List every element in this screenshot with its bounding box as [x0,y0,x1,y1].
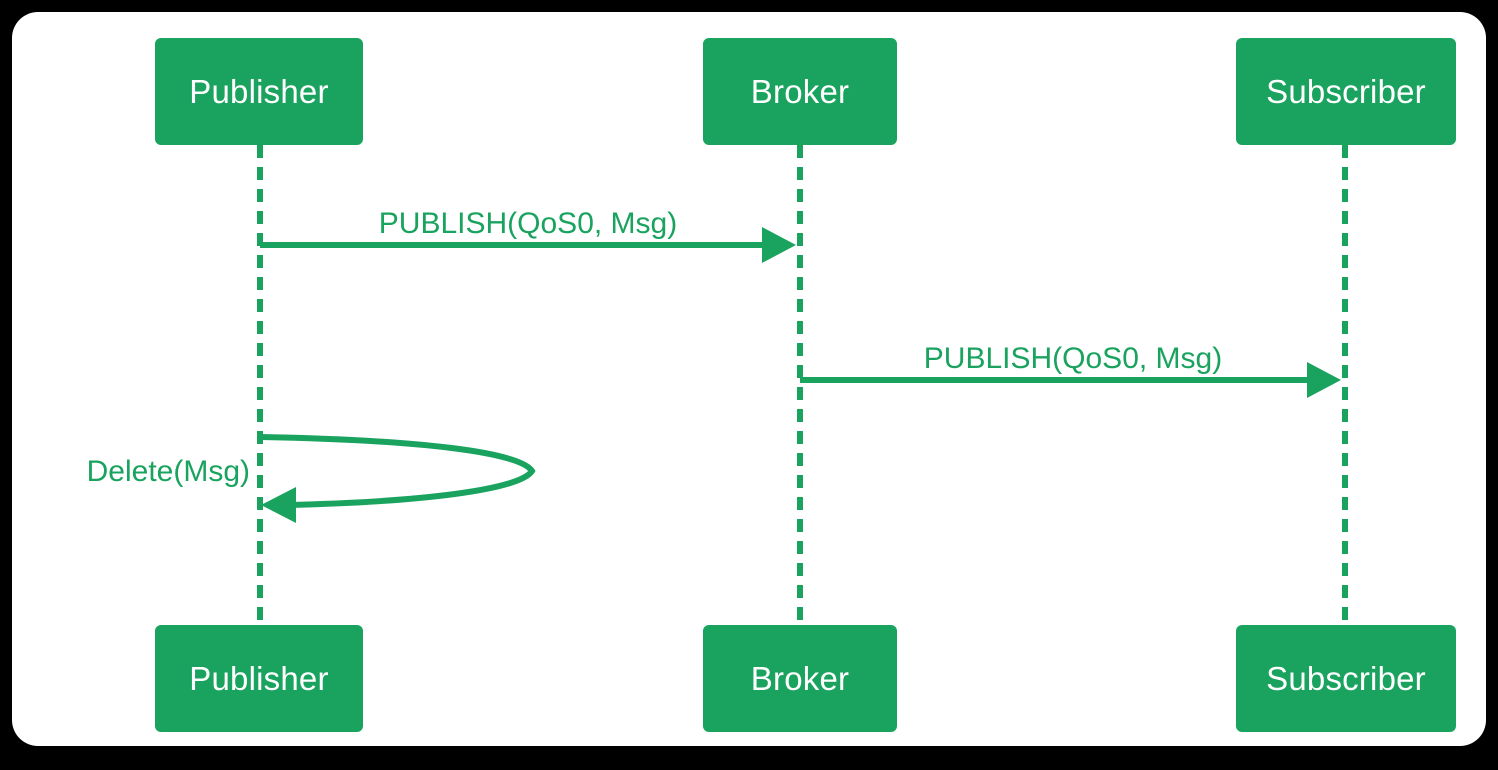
participant-label-publisher-bottom: Publisher [189,660,329,697]
participant-label-broker-top: Broker [750,73,850,110]
arrow-head [762,227,796,263]
lifelines [257,145,1348,628]
participant-label-broker-bottom: Broker [750,660,850,697]
message-label-publish-to-subscriber: PUBLISH(QoS0, Msg) [923,342,1223,375]
arrow-head [1307,362,1341,398]
message-arrow-publish-to-broker [260,227,796,263]
arrow-head [261,487,296,523]
participant-box-subscriber-bottom[interactable]: Subscriber [1236,625,1456,732]
participant-box-publisher-bottom[interactable]: Publisher [155,625,363,732]
message-selfloop-delete [260,434,536,523]
participant-box-broker-bottom[interactable]: Broker [703,625,897,732]
participant-label-subscriber-bottom: Subscriber [1266,660,1426,697]
message-arrow-publish-to-subscriber [800,362,1341,398]
message-label-publish-to-broker: PUBLISH(QoS0, Msg) [378,207,678,240]
selfloop-path [260,434,536,508]
participant-label-publisher-top: Publisher [189,73,329,110]
participant-box-publisher-top[interactable]: Publisher [155,38,363,145]
participant-label-subscriber-top: Subscriber [1266,73,1426,110]
participant-box-broker-top[interactable]: Broker [703,38,897,145]
message-label-delete: Delete(Msg) [86,455,250,488]
participant-box-subscriber-top[interactable]: Subscriber [1236,38,1456,145]
